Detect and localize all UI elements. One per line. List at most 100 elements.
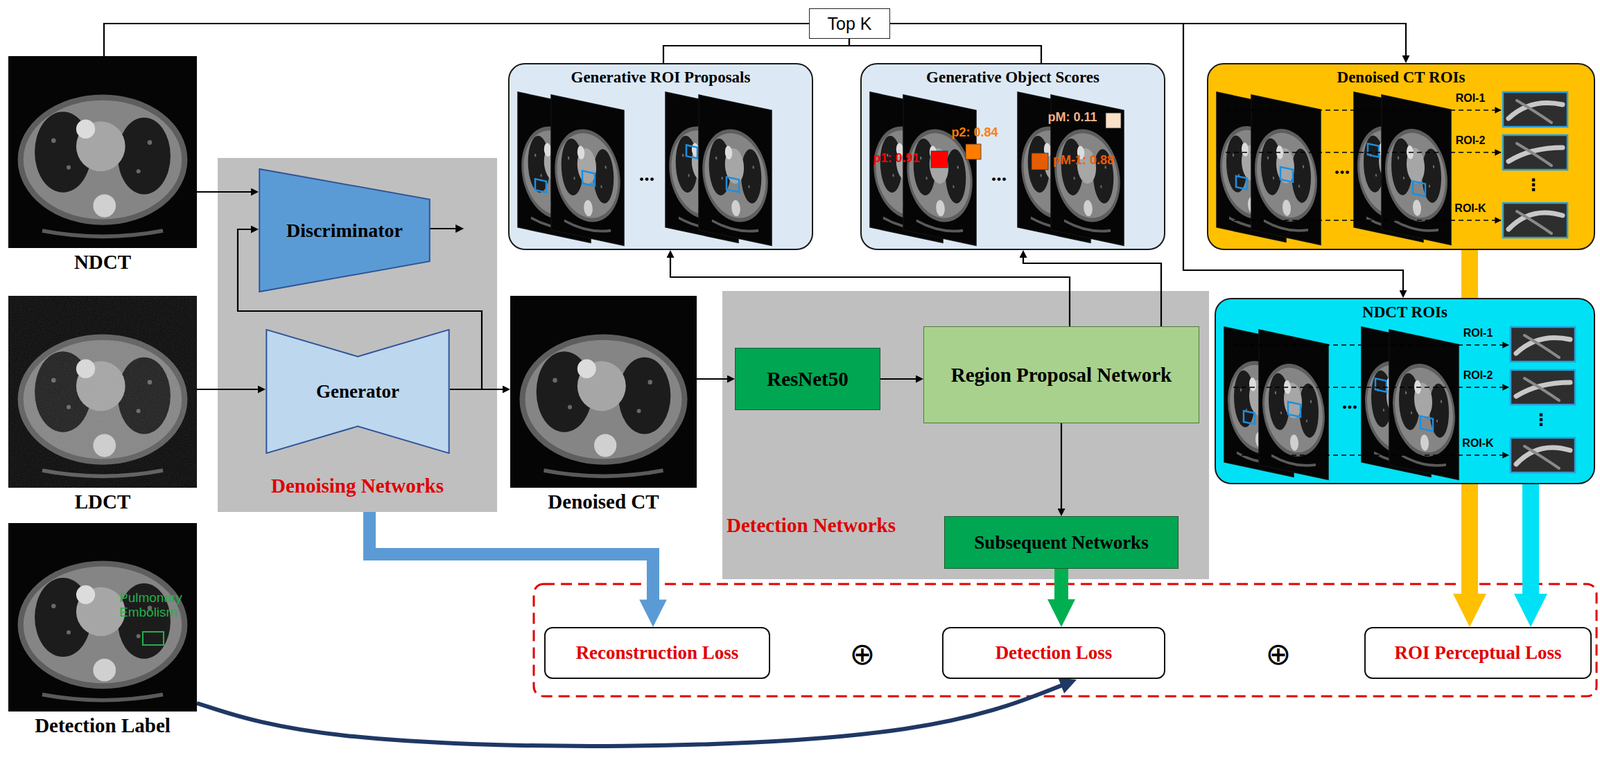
- vessel: [1516, 447, 1571, 465]
- ct-slice-group: [1389, 329, 1459, 480]
- roi-label: ROI-2: [1455, 134, 1486, 147]
- score-label: pM: 0.11: [1047, 110, 1097, 125]
- flow-arrow: [369, 512, 654, 603]
- roi-thumbnail: [1502, 135, 1568, 170]
- roi-box: [686, 144, 698, 159]
- ellipsis: ...: [1342, 390, 1359, 414]
- vessel: [1524, 335, 1560, 358]
- generator-block: Generator: [265, 329, 450, 455]
- discriminator-block: Discriminator: [258, 168, 431, 293]
- roi-panel: NDCT ROIs: [1214, 298, 1596, 485]
- ct-slice-group: [1381, 94, 1451, 245]
- process-box: ResNet50: [734, 348, 881, 411]
- connector: [890, 23, 1406, 57]
- slice-border: [1381, 94, 1451, 245]
- block-label: Subsequent Networks: [974, 532, 1149, 554]
- roi-box: [726, 177, 739, 193]
- ct-slice: [1258, 329, 1329, 480]
- roi-label: ROI-K: [1454, 202, 1486, 215]
- connector: [663, 38, 850, 64]
- panel-illustration: [509, 64, 814, 251]
- vessel: [1524, 378, 1560, 401]
- roi-thumbnail: [1510, 327, 1576, 362]
- roi-box: [1280, 167, 1293, 183]
- roi-label: ROI-1: [1455, 92, 1486, 105]
- ct-slice-group: [903, 94, 977, 246]
- flow-arrow: [1522, 484, 1539, 598]
- roi-pointer: [1225, 151, 1501, 154]
- score-label: p1: 0.91: [872, 151, 920, 166]
- roi-box: [1420, 416, 1433, 432]
- loss-box: Reconstruction Loss: [544, 627, 771, 680]
- output-panel: Generative ROI Proposals: [508, 63, 814, 251]
- score-marker: [1031, 153, 1049, 170]
- connector: [1023, 257, 1162, 327]
- selector-box: Top K: [809, 8, 891, 39]
- block-label: ROI Perceptual Loss: [1394, 642, 1562, 665]
- roi-pointer: [1233, 454, 1509, 457]
- ct-slice: [1251, 94, 1321, 245]
- ct-slice: [551, 94, 624, 246]
- block-label: Generator: [316, 381, 400, 403]
- connector: [196, 388, 259, 391]
- roi-label: ROI-1: [1463, 327, 1494, 340]
- connector: [880, 378, 917, 380]
- ct-slice: [1381, 94, 1451, 245]
- image-caption: Denoised CT: [547, 490, 659, 514]
- roi-box: [1367, 143, 1379, 157]
- block-label: Region Proposal Network: [951, 363, 1172, 387]
- ellipsis: ⋮: [1525, 175, 1542, 195]
- ct-image: LDCT: [8, 296, 197, 514]
- ct-scan: [8, 296, 197, 489]
- ct-slice-group: [1258, 329, 1329, 480]
- group-title: Detection Networks: [726, 514, 896, 538]
- slice-border: [1389, 329, 1459, 480]
- ct-slice-group: [698, 94, 772, 246]
- panel-title: NDCT ROIs: [1215, 303, 1594, 322]
- slice-border: [698, 94, 772, 246]
- block-label: Discriminator: [286, 219, 403, 242]
- plus-symbol: ⊕: [1265, 636, 1292, 672]
- hourglass-shape: [266, 329, 449, 454]
- roi-pointer: [1233, 344, 1509, 346]
- ct-slice-group: [551, 94, 624, 246]
- block-label: Reconstruction Loss: [576, 642, 739, 665]
- score-marker: [931, 151, 948, 168]
- ct-slice: [510, 296, 697, 489]
- ct-image: Denoised CT: [510, 296, 697, 514]
- roi-thumbnail: [1502, 92, 1568, 127]
- network-group: Detection Networks ResNet50 Region Proposa…: [722, 291, 1210, 580]
- ct-slice: [8, 296, 197, 489]
- connector: [696, 378, 728, 380]
- vessel: [1516, 143, 1552, 166]
- roi-box: [582, 171, 595, 187]
- panel-illustration: [1208, 64, 1596, 251]
- connector: [196, 191, 252, 193]
- slice-border: [1258, 329, 1329, 480]
- ct-slice: [903, 94, 977, 246]
- panel-illustration: [1215, 299, 1596, 485]
- band-fill: [722, 291, 1210, 580]
- ct-scan: [8, 56, 197, 249]
- ct-image: Pulmonary EmbolismDetection Label: [8, 523, 197, 738]
- slice-border: [1251, 94, 1321, 245]
- annotation-text: Pulmonary Embolism: [119, 591, 196, 621]
- roi-panel: Denoised CT ROIs: [1206, 63, 1596, 251]
- roi-box: [535, 178, 547, 193]
- roi-box: [1375, 378, 1387, 392]
- connector: [1060, 423, 1063, 510]
- image-caption: NDCT: [74, 250, 132, 274]
- panel-title: Generative Object Scores: [861, 68, 1164, 87]
- vessel: [1508, 212, 1563, 230]
- plus-symbol: ⊕: [849, 636, 876, 672]
- score-marker: [1105, 112, 1121, 129]
- roi-box: [1288, 402, 1301, 418]
- roi-label: ROI-2: [1463, 369, 1494, 382]
- roi-thumbnail: [1502, 203, 1568, 238]
- vessel: [1524, 446, 1560, 469]
- roi-box: [1412, 181, 1426, 197]
- ct-scan: [510, 296, 697, 489]
- block-label: ResNet50: [766, 368, 849, 391]
- score-label: p2: 0.84: [951, 125, 998, 141]
- panel-title: Generative ROI Proposals: [509, 68, 812, 87]
